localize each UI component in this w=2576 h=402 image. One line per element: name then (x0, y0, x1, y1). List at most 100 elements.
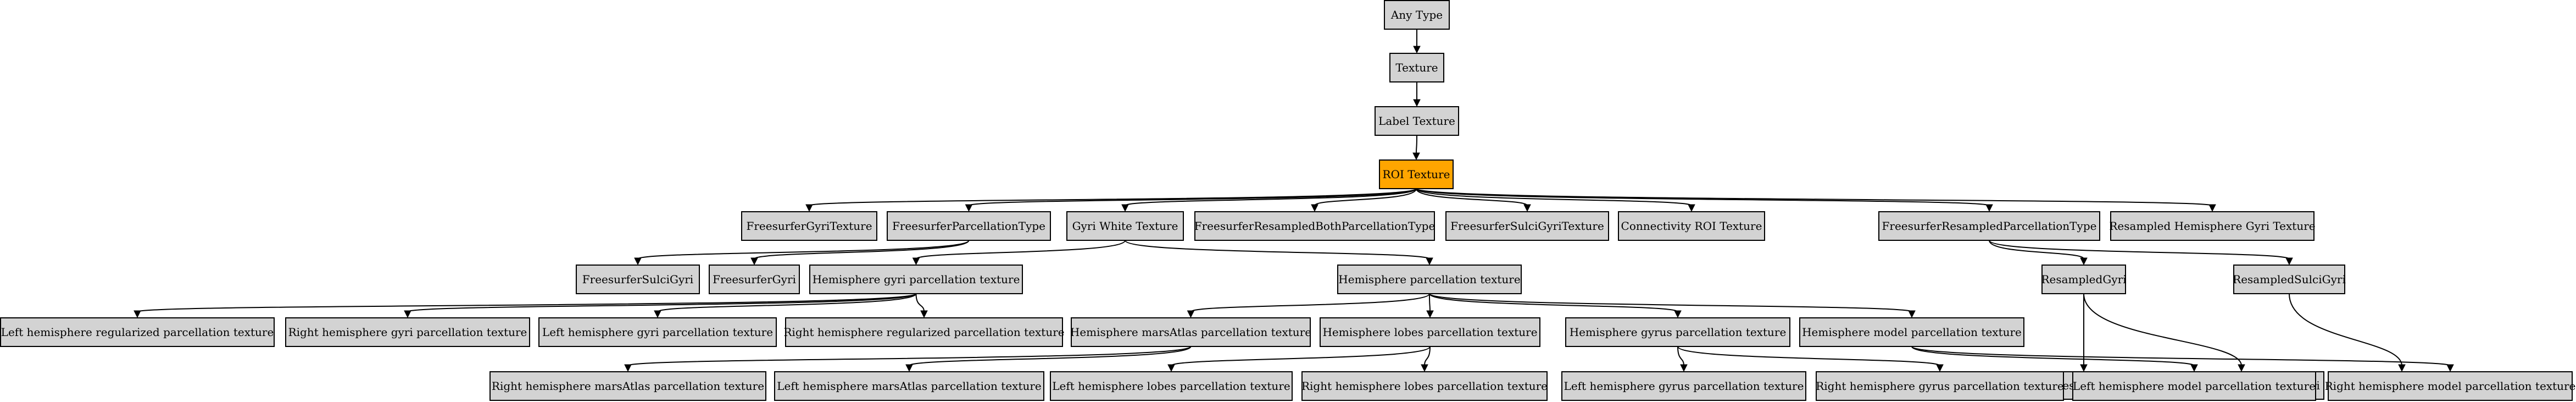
node-hemisphere-model-parcellation-texture: Hemisphere model parcellation texture (1799, 317, 2024, 347)
node-box (1066, 211, 1184, 241)
node-label: Right hemisphere gyri parcellation textu… (288, 326, 527, 339)
node-box (1071, 317, 1311, 347)
arrowhead-right-hemisphere-gyrus-parcellation-texture (1936, 364, 1944, 372)
node-box (1375, 106, 1459, 136)
node-box (1799, 317, 2024, 347)
node-box (0, 317, 275, 347)
node-left-hemisphere-gyri-parcellation-texture: Left hemisphere gyri parcellation textur… (538, 317, 777, 347)
arrowhead-right-hemisphere-model-parcellation-texture (2446, 364, 2454, 372)
edge-hemisphere-marsatlas-parcellation-texture-to-left-hemisphere-marsatlas-parcellation-texture (909, 346, 1192, 366)
node-label: Left hemisphere lobes parcellation textu… (1052, 379, 1290, 393)
arrowhead-resampled-gyri (2080, 257, 2088, 266)
node-freesurfer-parcellation-type: FreesurferParcellationType (887, 211, 1051, 241)
arrowhead-hemisphere-marsatlas-parcellation-texture (1187, 310, 1195, 318)
edge-roi-texture-to-freesurfer-gyri-texture (809, 188, 1417, 206)
node-box (1445, 211, 1609, 241)
node-freesurfer-resampled-parcellation-type: FreesurferResampledParcellationType (1878, 211, 2100, 241)
node-freesurfer-resampled-both-parcellation-type: FreesurferResampledBothParcellationType (1194, 211, 1436, 241)
node-box (2041, 265, 2126, 294)
arrowhead-label-texture (1413, 99, 1421, 107)
node-label: Left hemisphere gyrus parcellation textu… (1564, 379, 1804, 393)
edge-hemisphere-lobes-parcellation-texture-to-right-hemisphere-lobes-parcellation-texture (1424, 346, 1431, 366)
arrowhead-roi-texture (1412, 152, 1420, 161)
node-box (1379, 159, 1454, 189)
node-box (1878, 211, 2100, 241)
node-label: FreesurferGyri (713, 273, 796, 286)
node-right-hemisphere-lobes-parcellation-texture: Right hemisphere lobes parcellation text… (1301, 371, 1548, 401)
node-label: Any Type (1390, 8, 1443, 21)
edge-hemisphere-marsatlas-parcellation-texture-to-right-hemisphere-marsatlas-parcellation-texture (627, 346, 1192, 366)
node-label: Gyri White Texture (1072, 219, 1178, 233)
edge-freesurfer-parcellation-type-to-freesurfer-gyri (754, 240, 970, 260)
node-box (1565, 317, 1790, 347)
node-box (1194, 211, 1435, 241)
edge-hemisphere-model-parcellation-texture-to-right-hemisphere-model-parcellation-texture (1911, 346, 2451, 366)
node-left-hemisphere-lobes-parcellation-texture: Left hemisphere lobes parcellation textu… (1050, 371, 1293, 401)
edge-roi-texture-to-connectivity-roi-texture (1416, 188, 1692, 206)
node-box (285, 317, 530, 347)
arrowhead-hemisphere-model-parcellation-texture (1908, 310, 1916, 318)
node-label: Left hemisphere model parcellation textu… (2073, 379, 2316, 393)
arrowhead-left-hemisphere-marsatlas-parcellation-texture (905, 364, 913, 372)
node-box (1816, 371, 2064, 401)
node-texture: Texture (1389, 53, 1444, 82)
node-left-hemisphere-marsatlas-parcellation-texture: Left hemisphere marsAtlas parcellation t… (774, 371, 1044, 401)
arrowhead-texture (1413, 46, 1421, 54)
arrowhead-right-hemisphere-regularized-parcellation-texture (920, 310, 928, 318)
node-right-hemisphere-marsatlas-parcellation-texture: Right hemisphere marsAtlas parcellation … (489, 371, 766, 401)
node-box (741, 211, 877, 241)
node-label: ResampledGyri (2041, 273, 2126, 286)
arrowhead-gyri-white-texture (1121, 204, 1129, 212)
node-hemisphere-gyri-parcellation-texture: Hemisphere gyri parcellation texture (809, 265, 1023, 294)
arrowhead-right-hemisphere-lobes-parcellation-texture (1421, 364, 1428, 372)
arrowhead-left-hemisphere-model-parcellation-texture (2190, 364, 2198, 372)
node-gyri-white-texture: Gyri White Texture (1066, 211, 1184, 241)
node-label: FreesurferResampledParcellationType (1882, 219, 2097, 233)
arrowhead-freesurfer-parcellation-type (965, 204, 973, 212)
arrowhead-right-hemisphere-gyri-parcellation-texture (404, 310, 411, 318)
edge-roi-texture-to-gyri-white-texture (1125, 188, 1417, 206)
node-resampled-hemisphere-gyri-texture: Resampled Hemisphere Gyri Texture (2109, 211, 2316, 241)
node-box (809, 265, 1023, 294)
node-box (1050, 371, 1293, 401)
edge-hemisphere-model-parcellation-texture-to-left-hemisphere-model-parcellation-texture (1911, 346, 2195, 366)
edge-freesurfer-resampled-parcellation-type-to-resampled-sulci-gyri (1989, 240, 2290, 260)
node-box (576, 265, 700, 294)
node-label: Connectivity ROI Texture (1621, 219, 1762, 233)
node-label: Hemisphere gyri parcellation texture (813, 273, 1020, 286)
arrowhead-freesurfer-sulci-gyri-texture (1523, 204, 1531, 212)
node-box (887, 211, 1051, 241)
edge-freesurfer-parcellation-type-to-freesurfer-sulci-gyri (637, 240, 970, 260)
node-label: FreesurferSulciGyriTexture (1450, 219, 1604, 233)
node-right-hemisphere-regularized-parcellation-texture: Right hemisphere regularized parcellatio… (783, 317, 1065, 347)
edge-hemisphere-gyrus-parcellation-texture-to-right-hemisphere-gyrus-parcellation-texture (1677, 346, 1940, 366)
node-box (489, 371, 766, 401)
node-right-hemisphere-gyrus-parcellation-texture: Right hemisphere gyrus parcellation text… (1816, 371, 2064, 401)
node-box (1618, 211, 1765, 241)
edge-gyri-white-texture-to-hemisphere-parcellation-texture (1125, 240, 1430, 260)
node-resampled-gyri: ResampledGyri (2041, 265, 2127, 294)
edge-hemisphere-parcellation-texture-to-hemisphere-gyrus-parcellation-texture (1429, 293, 1678, 312)
node-hemisphere-parcellation-texture: Hemisphere parcellation texture (1337, 265, 1522, 294)
node-label: Hemisphere gyrus parcellation texture (1570, 326, 1787, 339)
node-label: Hemisphere model parcellation texture (1802, 326, 2022, 339)
node-label: FreesurferResampledBothParcellationType (1194, 219, 1436, 233)
arrowhead-both-average-resampled-gyri (2238, 364, 2245, 372)
node-roi-texture: ROI Texture (1379, 159, 1454, 189)
arrowhead-left-hemisphere-gyri-parcellation-texture (654, 310, 661, 318)
edge-resampled-sulci-gyri-to-both-resampled-sulci-gyri (2289, 293, 2402, 366)
node-box (1320, 317, 1540, 347)
node-label: Right hemisphere gyrus parcellation text… (1816, 379, 2064, 393)
arrowhead-hemisphere-parcellation-texture (1426, 257, 1433, 266)
arrowhead-freesurfer-resampled-both-parcellation-type (1311, 204, 1318, 212)
node-label: Label Texture (1378, 114, 1455, 128)
edge-roi-texture-to-freesurfer-resampled-parcellation-type (1416, 188, 1990, 206)
node-label: Left hemisphere gyri parcellation textur… (542, 326, 773, 339)
node-label: FreesurferGyriTexture (746, 219, 872, 233)
edge-hemisphere-parcellation-texture-to-hemisphere-model-parcellation-texture (1429, 293, 1912, 312)
arrowhead-resampled-hemisphere-gyri-texture (2208, 204, 2216, 212)
edge-roi-texture-to-freesurfer-sulci-gyri-texture (1416, 188, 1528, 206)
arrowhead-freesurfer-sulci-gyri (634, 257, 642, 266)
node-freesurfer-sulci-gyri: FreesurferSulciGyri (576, 265, 700, 294)
edge-hemisphere-gyrus-parcellation-texture-to-left-hemisphere-gyrus-parcellation-texture (1677, 346, 1684, 366)
